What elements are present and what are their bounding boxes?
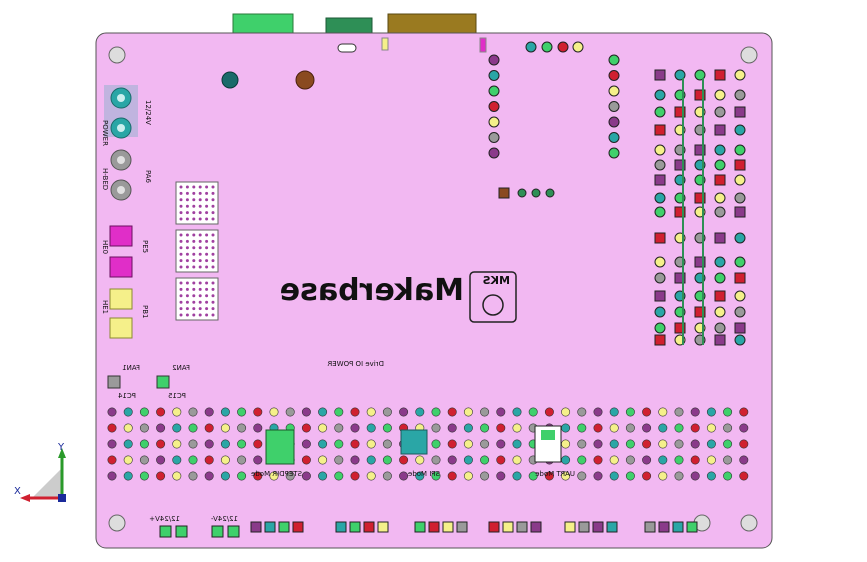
power-label: POWER	[101, 120, 109, 146]
sd-slot	[387, 13, 477, 35]
svg-text:MKS: MKS	[483, 274, 510, 287]
led-red	[479, 37, 487, 53]
spi-header	[488, 41, 620, 199]
stepdir-mode-label: STEPDIR Mode	[251, 470, 302, 478]
capacitor	[295, 70, 315, 90]
pb1-label: PB1	[141, 305, 149, 318]
uart-mode-header	[534, 425, 562, 463]
led-yellow	[381, 37, 389, 51]
fan1-connector	[107, 375, 121, 389]
he1-label: HE1	[101, 300, 109, 314]
vin-minus-label: 12/24V-	[210, 515, 238, 523]
axis-triad: Y X	[14, 442, 66, 502]
motor-area	[107, 407, 749, 533]
vin-plus-pad	[159, 525, 172, 538]
svg-text:Y: Y	[57, 442, 65, 453]
pc15-label: PC15	[168, 392, 186, 400]
pcb-outline	[95, 32, 773, 549]
vin-plus-label: 12/24V+	[149, 515, 180, 523]
bed-label: H-BED	[101, 168, 109, 190]
spi-mode-header	[400, 429, 428, 455]
uart-mode-label: UART Mode	[535, 470, 575, 478]
vin-minus-pad	[175, 525, 188, 538]
right-headers	[654, 69, 746, 346]
power-terminals	[104, 85, 138, 339]
mount-hole-br	[740, 514, 758, 532]
usb-connector	[232, 13, 294, 35]
spi-mode-label: SPI Mode	[408, 470, 440, 478]
mount-hole-tl	[108, 46, 126, 64]
mount-hole-tr	[740, 46, 758, 64]
fan1-label: FAN1	[122, 364, 140, 372]
crystal	[221, 71, 239, 89]
fan2-label: FAN2	[172, 364, 190, 372]
mount-hole-bl	[108, 514, 126, 532]
power-12-label: 12/24V	[144, 100, 152, 125]
pc14-label: PC14	[117, 392, 136, 400]
svg-text:Makerbase: Makerbase	[280, 273, 464, 308]
he0-label: HE0	[101, 240, 109, 254]
mosfet-grids	[175, 181, 219, 321]
stepdir-mode-header	[265, 429, 295, 465]
power-jack	[325, 17, 373, 35]
svg-text:X: X	[14, 486, 21, 497]
makerbase-logo: Makerbase MKS	[280, 271, 517, 323]
pa6-label: PA6	[144, 170, 152, 184]
drive-io-label: Drive IO POWER	[327, 360, 384, 368]
pe5-label: PE5	[141, 240, 149, 253]
boot-switch	[337, 43, 357, 53]
fan2-connector	[156, 375, 170, 389]
